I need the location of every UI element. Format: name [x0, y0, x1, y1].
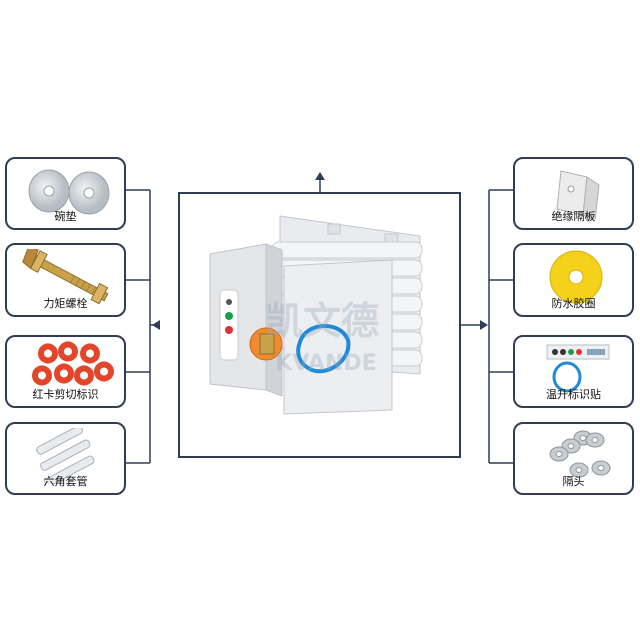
- insulation-plate-icon: [556, 170, 600, 219]
- watermark-cn: 凯文德: [265, 299, 379, 343]
- waterproof-ring-icon: [549, 250, 603, 304]
- card-insulation-plate: 绝缘隔板: [513, 157, 634, 230]
- washer-label: 碗垫: [54, 210, 77, 223]
- spacer-label: 隔头: [562, 475, 585, 488]
- temperature-sticker-label: 温升标识贴: [546, 388, 601, 401]
- hex-sleeve-icon: [36, 428, 95, 484]
- spacer-washers-icon: [549, 430, 611, 478]
- torque-bolt-label: 力矩螺栓: [43, 297, 88, 310]
- waterproof-ring-label: 防水胶圈: [551, 297, 596, 310]
- insulation-plate-label: 绝缘隔板: [551, 210, 596, 223]
- card-washer: 碗垫: [5, 157, 126, 230]
- red-clip-label: 红卡剪切标识: [32, 388, 99, 401]
- torque-bolt-icon: [22, 249, 109, 305]
- card-red-clip: 红卡剪切标识: [5, 335, 126, 408]
- red-clip-marker-icon: [32, 341, 114, 386]
- center-product-box: 凯文德 KVANDE: [178, 192, 461, 458]
- temperature-sticker-icon: [546, 344, 610, 393]
- hex-sleeve-label: 六角套管: [43, 475, 88, 488]
- card-hex-sleeve: 六角套管: [5, 422, 126, 495]
- busbar-joint-assembly-icon: 凯文德 KVANDE: [209, 215, 423, 415]
- card-spacer: 隔头: [513, 422, 634, 495]
- washer-pair-icon: [28, 169, 110, 215]
- card-waterproof-ring: 防水胶圈: [513, 243, 634, 317]
- card-temperature-sticker: 温升标识贴: [513, 335, 634, 408]
- card-torque-bolt: 力矩螺栓: [5, 243, 126, 317]
- watermark-en: KVANDE: [275, 351, 376, 376]
